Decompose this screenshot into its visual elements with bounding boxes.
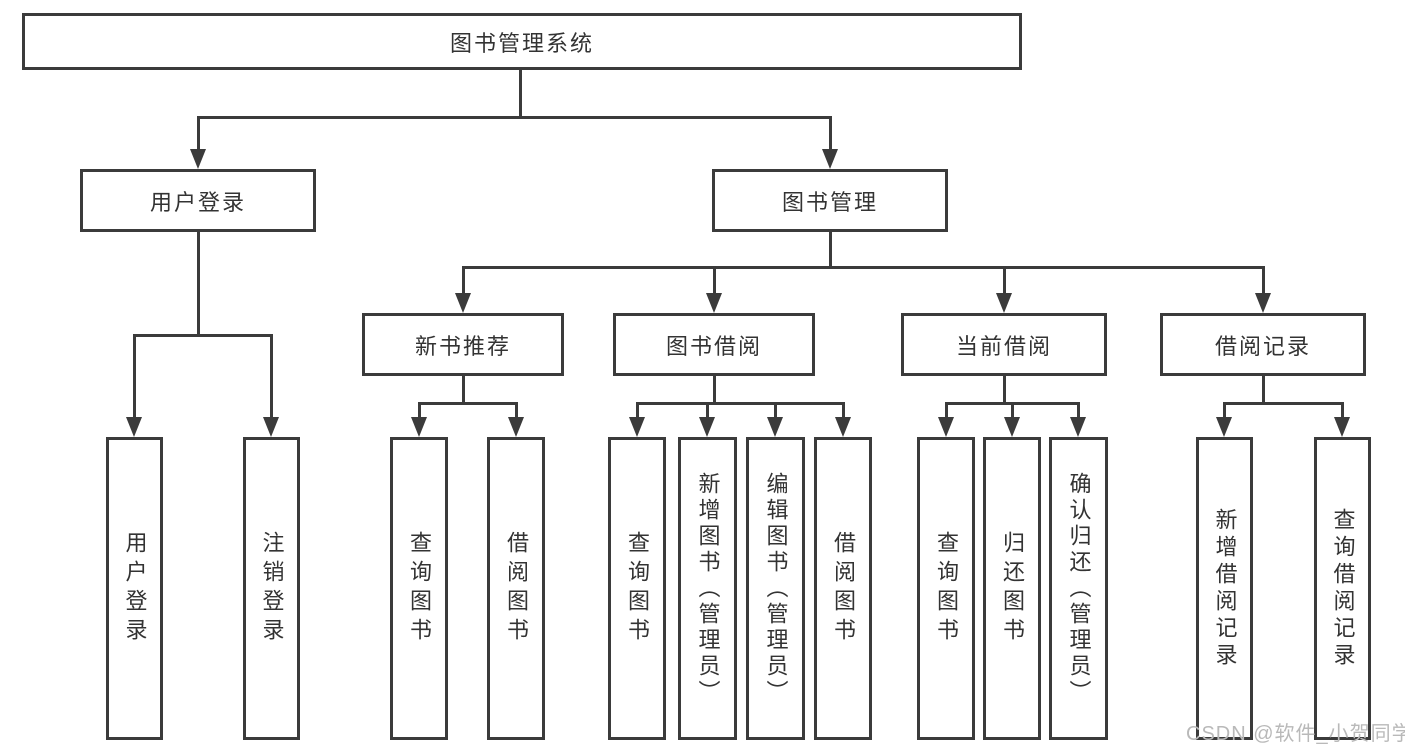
edge-shaft xyxy=(706,402,709,419)
edge-shaft xyxy=(713,266,716,296)
arrow-down-icon xyxy=(767,417,783,437)
edge-shaft xyxy=(462,266,465,296)
edge-branch xyxy=(418,402,518,405)
node-label: 图书管理 xyxy=(781,189,878,215)
edge-book-mgmt-stem xyxy=(829,232,832,269)
leaf-label: 查询图书 xyxy=(407,530,432,647)
arrow-down-icon xyxy=(996,293,1012,313)
arrow-down-icon xyxy=(1004,417,1020,437)
leaf-user-login: 用户登录 xyxy=(106,437,163,740)
leaf-borrow-books: 借阅图书 xyxy=(487,437,545,740)
edge-shaft xyxy=(636,402,639,419)
node-book-management: 图书管理 xyxy=(712,169,948,232)
leaf-query-books: 查询图书 xyxy=(390,437,448,740)
leaf-label: 用户登录 xyxy=(122,530,148,647)
edge-book-mgmt-shaft xyxy=(829,116,832,150)
leaf-query-borrow-record: 查询借阅记录 xyxy=(1314,437,1371,740)
edge-shaft xyxy=(270,334,273,419)
edge-shaft xyxy=(515,402,518,419)
leaf-label: 查询借阅记录 xyxy=(1330,507,1356,670)
node-borrow-records: 借阅记录 xyxy=(1160,313,1366,376)
arrow-down-icon xyxy=(1070,417,1086,437)
node-root: 图书管理系统 xyxy=(22,13,1022,70)
leaf-add-books-admin: 新增图书（管理员） xyxy=(678,437,737,740)
edge-shaft xyxy=(1341,402,1344,419)
edge-shaft xyxy=(842,402,845,419)
leaf-logout: 注销登录 xyxy=(243,437,300,740)
edge-branch xyxy=(1223,402,1344,405)
arrow-down-icon xyxy=(190,149,206,169)
leaf-borrow-books: 借阅图书 xyxy=(814,437,872,740)
arrow-down-icon xyxy=(411,417,427,437)
edge-stem xyxy=(1262,376,1265,405)
edge-stem xyxy=(1003,376,1006,405)
arrow-down-icon xyxy=(1255,293,1271,313)
edge-book-mgmt-branch xyxy=(462,266,1265,269)
arrow-down-icon xyxy=(263,417,279,437)
leaf-label: 查询图书 xyxy=(934,530,959,647)
leaf-label: 借阅图书 xyxy=(831,530,856,647)
edge-shaft xyxy=(1223,402,1226,419)
arrow-down-icon xyxy=(938,417,954,437)
leaf-edit-books-admin: 编辑图书（管理员） xyxy=(746,437,805,740)
edge-shaft xyxy=(1077,402,1080,419)
leaf-label: 查询图书 xyxy=(625,530,650,647)
leaf-label: 注销登录 xyxy=(259,530,285,647)
csdn-watermark: CSDN @软件_小贺同学 xyxy=(1186,723,1405,745)
edge-shaft xyxy=(133,334,136,419)
node-new-book-recommend: 新书推荐 xyxy=(362,313,564,376)
arrow-down-icon xyxy=(1216,417,1232,437)
leaf-label: 借阅图书 xyxy=(504,530,529,647)
arrow-down-icon xyxy=(822,149,838,169)
arrow-down-icon xyxy=(699,417,715,437)
edge-shaft xyxy=(1262,266,1265,296)
node-label: 借阅记录 xyxy=(1214,333,1311,359)
edge-user-login-stem xyxy=(197,232,200,336)
node-label: 当前借阅 xyxy=(955,333,1052,359)
edge-root-stem xyxy=(519,70,522,118)
edge-shaft xyxy=(1003,266,1006,296)
leaf-label: 编辑图书（管理员） xyxy=(763,471,789,706)
node-current-borrow: 当前借阅 xyxy=(901,313,1107,376)
edge-shaft xyxy=(774,402,777,419)
edge-shaft xyxy=(1011,402,1014,419)
leaf-label: 归还图书 xyxy=(1000,530,1025,647)
arrow-down-icon xyxy=(835,417,851,437)
leaf-query-books: 查询图书 xyxy=(608,437,666,740)
leaf-label: 确认归还（管理员） xyxy=(1066,471,1092,706)
leaf-label: 新增图书（管理员） xyxy=(695,471,721,706)
arrow-down-icon xyxy=(1334,417,1350,437)
edge-root-branch xyxy=(197,116,832,119)
edge-stem xyxy=(462,376,465,405)
leaf-confirm-return-admin: 确认归还（管理员） xyxy=(1049,437,1108,740)
node-label: 图书借阅 xyxy=(665,333,762,359)
edge-user-login-shaft xyxy=(197,116,200,150)
arrow-down-icon xyxy=(508,417,524,437)
node-label: 新书推荐 xyxy=(414,333,511,359)
edge-shaft xyxy=(945,402,948,419)
leaf-return-books: 归还图书 xyxy=(983,437,1041,740)
edge-stem xyxy=(713,376,716,405)
edge-user-login-branch xyxy=(133,334,273,337)
edge-branch xyxy=(636,402,844,405)
arrow-down-icon xyxy=(455,293,471,313)
arrow-down-icon xyxy=(706,293,722,313)
node-root-label: 图书管理系统 xyxy=(449,30,594,56)
edge-shaft xyxy=(418,402,421,419)
arrow-down-icon xyxy=(126,417,142,437)
node-label: 用户登录 xyxy=(149,189,246,215)
leaf-add-borrow-record: 新增借阅记录 xyxy=(1196,437,1253,740)
leaf-label: 新增借阅记录 xyxy=(1212,507,1238,670)
node-user-login: 用户登录 xyxy=(80,169,316,232)
arrow-down-icon xyxy=(629,417,645,437)
node-book-borrow: 图书借阅 xyxy=(613,313,815,376)
leaf-query-books: 查询图书 xyxy=(917,437,975,740)
